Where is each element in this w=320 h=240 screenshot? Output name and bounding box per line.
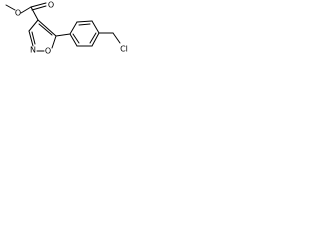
- bond-methyl-o: [5, 4, 16, 11]
- bond-carbonyl-double-2: [31, 5, 47, 11]
- bond-ch2-cl: [112, 32, 121, 44]
- atom-o-ester: O: [15, 9, 21, 18]
- bond-ph3-ph4: [91, 20, 100, 34]
- structure-canvas: O O N O Cl: [0, 0, 136, 81]
- bond-ph6-ph1: [69, 33, 78, 47]
- bond-ph2-ph3: [76, 20, 93, 23]
- bond-o-c5: [51, 35, 57, 49]
- bond-c5-c4-inner: [38, 23, 53, 36]
- bond-carbonyl-c4: [30, 6, 39, 21]
- molecule-drawing: O O N O Cl: [5, 1, 128, 56]
- bond-carbonyl-double-1: [30, 2, 47, 8]
- bond-c3-n-inner: [31, 31, 36, 45]
- bond-ph4-ph5: [91, 32, 100, 47]
- bond-c5-c4: [37, 19, 57, 37]
- atom-n-ring: N: [30, 46, 36, 55]
- atom-o-ring: O: [45, 47, 51, 56]
- bond-ph-inner-3: [72, 33, 80, 44]
- bond-o-carbonyl-c: [20, 6, 32, 14]
- bond-c4-c3: [28, 19, 39, 32]
- bond-ph1-ph2: [69, 21, 78, 35]
- bond-ph-inner-2: [89, 32, 97, 44]
- bond-ph-inner-1: [78, 23, 91, 26]
- atom-cl: Cl: [120, 45, 128, 54]
- atom-o-carbonyl: O: [48, 1, 54, 10]
- bond-c5-phenyl: [55, 33, 71, 37]
- bond-c3-n: [28, 30, 34, 47]
